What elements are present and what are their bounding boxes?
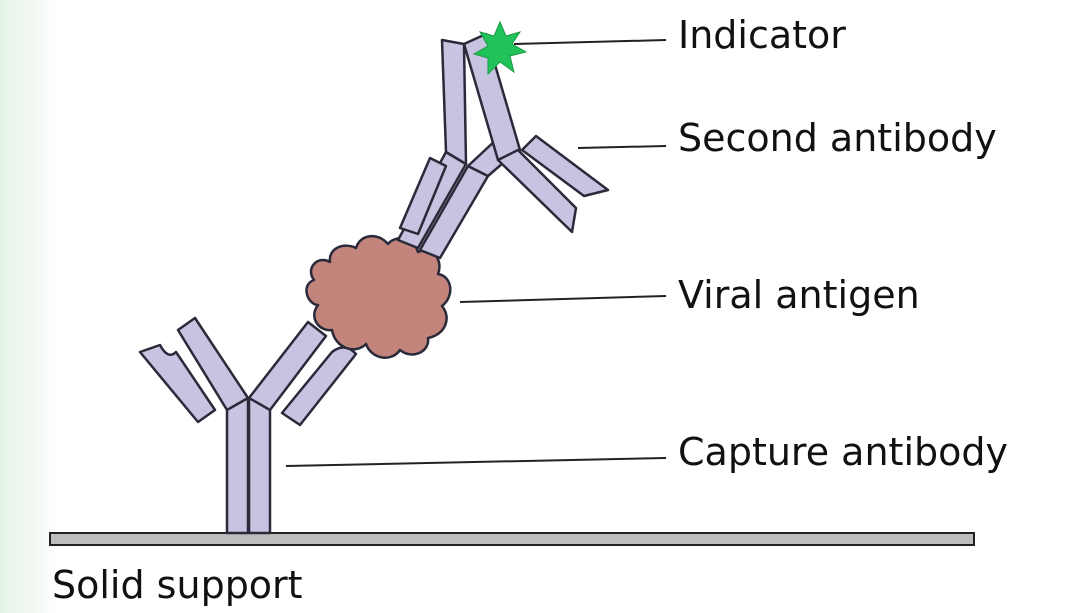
solid-support-bar [50,533,974,545]
leader-line-viral-antigen [460,296,666,302]
label-indicator: Indicator [678,16,846,54]
capture-antibody-stem-right [249,398,270,533]
label-viral-antigen: Viral antigen [678,276,920,314]
capture-antibody [140,318,356,533]
leader-line-second-antibody [578,146,666,148]
label-solid-support: Solid support [52,566,303,604]
label-second-antibody: Second antibody [678,119,997,157]
label-capture-antibody: Capture antibody [678,433,1008,471]
leader-line-indicator [514,40,666,44]
second-antibody-upper-left-arm [442,40,466,164]
leader-line-capture-antibody [286,458,666,466]
second-antibody [398,34,608,258]
capture-antibody-stem-left [227,398,248,533]
